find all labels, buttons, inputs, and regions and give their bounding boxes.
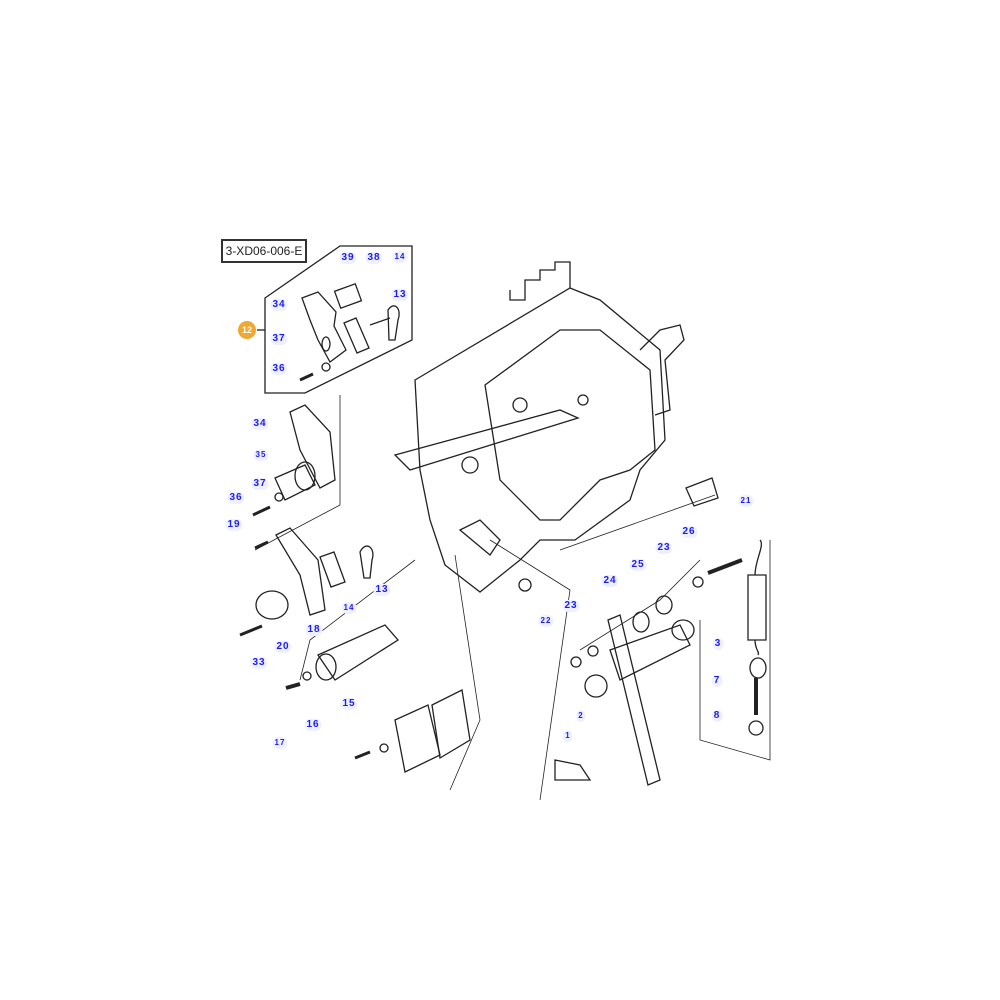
bracket-34-kit [301,291,347,363]
ref-14[interactable]: 14 [392,251,408,263]
bracket-34 [289,404,336,489]
kit-outline [264,245,413,394]
pedal-lever-1 [607,614,661,786]
ref-36[interactable]: 36 [227,492,245,504]
ref-3[interactable]: 3 [712,638,724,650]
nut-8 [748,720,764,736]
clip-13-kit [387,305,400,341]
ref-23[interactable]: 23 [655,542,673,554]
pedal-frame [414,287,666,593]
ref-13[interactable]: 13 [391,289,409,301]
ref-1[interactable]: 1 [563,730,573,742]
ref-14[interactable]: 14 [341,602,357,614]
ref-35[interactable]: 35 [253,449,269,461]
ref-34[interactable]: 34 [251,418,269,430]
ref-24[interactable]: 24 [601,575,619,587]
ref-37[interactable]: 37 [270,333,288,345]
ref-37[interactable]: 37 [251,478,269,490]
ref-20[interactable]: 20 [274,641,292,653]
ref-38[interactable]: 38 [365,252,383,264]
ref-17[interactable]: 17 [272,737,288,749]
ref-39[interactable]: 39 [339,252,357,264]
gasket [431,689,471,760]
ref-34[interactable]: 34 [270,299,288,311]
clip-13 [359,545,374,579]
ref-8[interactable]: 8 [711,710,723,722]
ref-2[interactable]: 2 [576,710,586,722]
kit-badge[interactable]: 12 [238,321,256,339]
switch-21 [685,477,719,507]
cam-20 [255,590,289,620]
diagram-id-box: 3-XD06-006-E [221,239,307,263]
eyebolt-7 [749,657,767,679]
ref-26[interactable]: 26 [680,526,698,538]
ref-18[interactable]: 18 [305,624,323,636]
ref-7[interactable]: 7 [711,675,723,687]
ref-22[interactable]: 22 [538,615,554,627]
bush-2 [584,674,608,698]
ref-25[interactable]: 25 [629,559,647,571]
plate-14 [319,551,346,588]
shaft-15 [317,624,399,681]
ref-21[interactable]: 21 [738,495,754,507]
ref-13[interactable]: 13 [373,584,391,596]
spring-3 [747,574,767,641]
pivot-35 [274,464,316,501]
ref-16[interactable]: 16 [304,719,322,731]
ref-36[interactable]: 36 [270,363,288,375]
ref-33[interactable]: 33 [250,657,268,669]
block-38 [333,282,363,310]
plate-14-kit [343,317,370,354]
ref-15[interactable]: 15 [340,698,358,710]
ref-23[interactable]: 23 [562,600,580,612]
bracket-18 [275,527,326,616]
ref-19[interactable]: 19 [225,519,243,531]
